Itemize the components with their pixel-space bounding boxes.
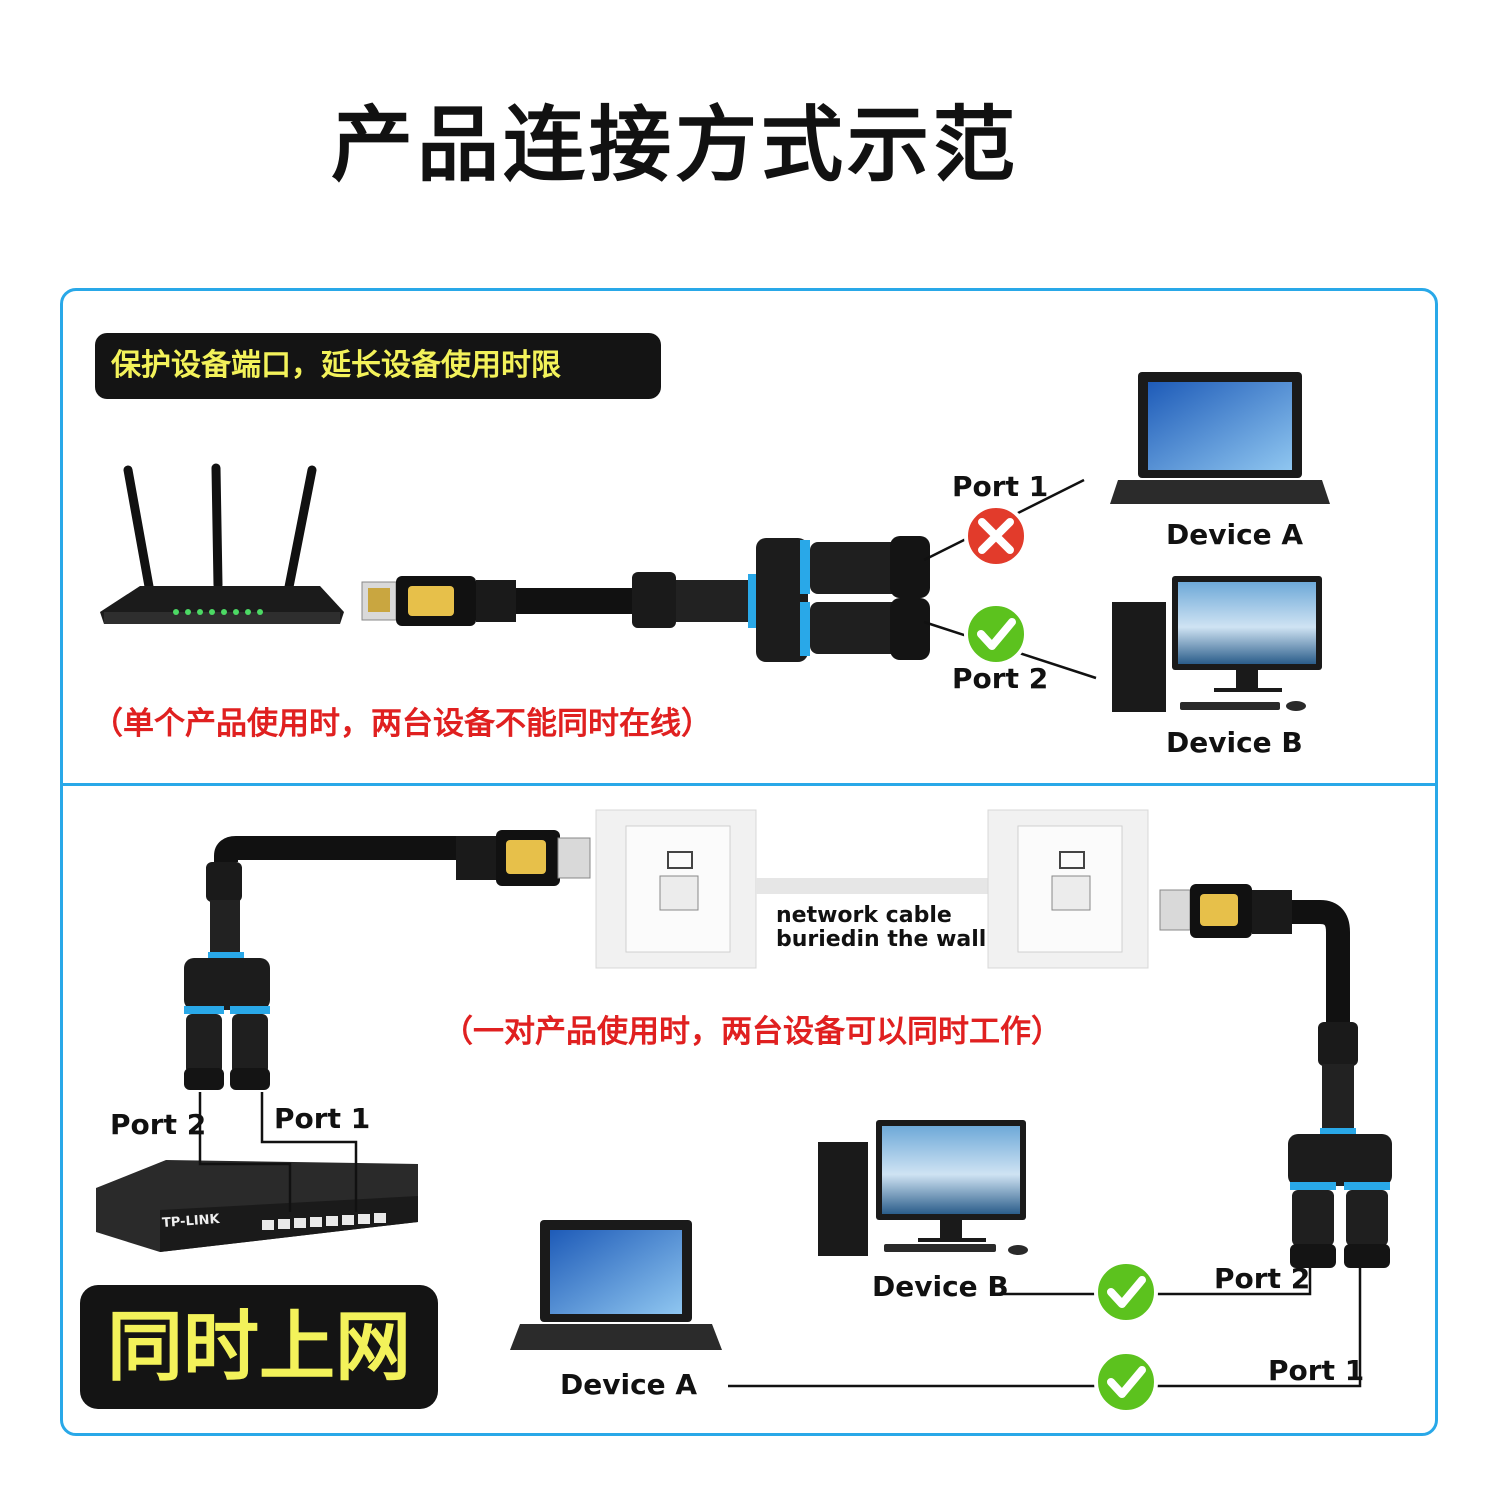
top-device-a-label: Device A <box>1166 518 1304 551</box>
bottom-tag: 同时上网 <box>80 1285 438 1409</box>
network-switch-icon <box>96 1160 418 1252</box>
bottom-device-b-label: Device B <box>872 1270 1009 1303</box>
right-port1-label: Port 1 <box>1268 1354 1365 1387</box>
left-port1-label: Port 1 <box>274 1102 371 1135</box>
cable-label-line2: buriedin the wall <box>776 927 987 952</box>
bottom-device-a-label: Device A <box>560 1368 698 1401</box>
desktop-computer-icon <box>818 1120 1028 1256</box>
laptop-icon <box>510 1220 722 1350</box>
laptop-icon <box>1110 372 1330 504</box>
panel-divider <box>62 783 1438 786</box>
page-title: 产品连接方式示范 <box>330 98 1019 193</box>
check-icon <box>1094 1350 1158 1414</box>
top-cable-icon <box>361 576 640 626</box>
top-port1-label: Port 1 <box>952 470 1049 503</box>
right-port2-label: Port 2 <box>1214 1262 1311 1295</box>
cross-icon <box>964 504 1028 568</box>
cable-label-line1: network cable <box>776 903 952 928</box>
right-splitter-icon <box>1288 1022 1392 1268</box>
left-splitter-icon <box>184 862 270 1090</box>
top-port2-label: Port 2 <box>952 662 1049 695</box>
left-port2-label: Port 2 <box>110 1108 207 1141</box>
wall-socket-left-icon <box>595 809 757 969</box>
top-tag: 保护设备端口，延长设备使用时限 <box>95 333 661 399</box>
check-icon <box>964 602 1028 666</box>
top-note: （单个产品使用时，两台设备不能同时在线） <box>92 706 712 742</box>
check-icon <box>1094 1260 1158 1324</box>
bottom-note: （一对产品使用时，两台设备可以同时工作） <box>442 1014 1062 1050</box>
wall-socket-right-icon <box>987 809 1149 969</box>
diagram-frame <box>60 288 1438 1436</box>
top-device-b-label: Device B <box>1166 726 1303 759</box>
top-splitter-icon <box>632 536 930 662</box>
router-icon <box>100 463 344 624</box>
desktop-computer-icon <box>1112 576 1322 712</box>
